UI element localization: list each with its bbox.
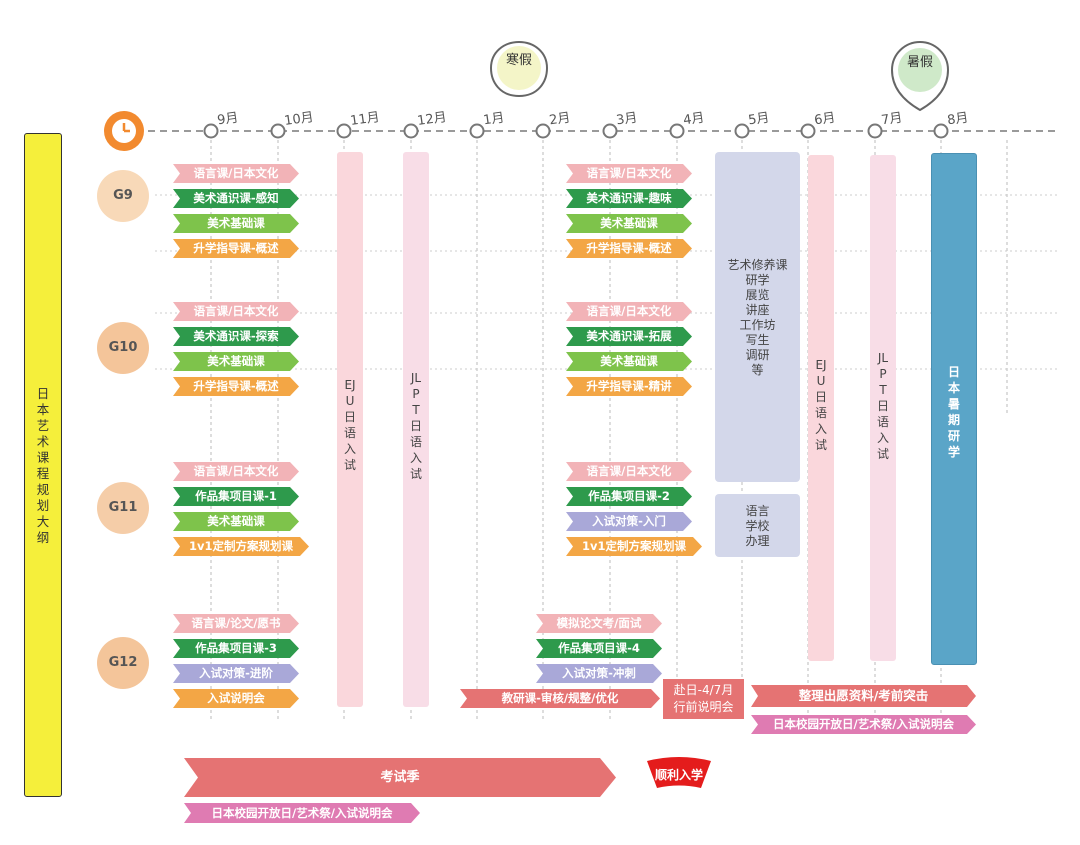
g10-spring-lang: 语言课/日本文化 [566, 302, 692, 321]
may-activity-item: 等 [751, 363, 764, 377]
openday-arrow-summer: 日本校园开放日/艺术祭/入试说明会 [751, 715, 976, 734]
g11-spring-portfolio: 作品集项目课-2 [566, 487, 692, 506]
eju-nov-text: EJU日语入试 [343, 378, 356, 472]
may-activities-block: 艺术修养课研学展览讲座工作坊写生调研等 [715, 152, 800, 482]
g9-spring-lang: 语言课/日本文化 [566, 164, 692, 183]
g11-spring-lang: 语言课/日本文化 [566, 462, 692, 481]
title-bar: 日本艺术课程规划大纲 [24, 133, 62, 797]
school-item: 语言 [745, 504, 770, 518]
g9-fall-lang: 语言课/日本文化 [173, 164, 299, 183]
g12-fall-briefing: 入试说明会 [173, 689, 299, 708]
g12-spring-mock: 模拟论文考/面试 [536, 614, 662, 633]
winter-holiday-pin [489, 40, 549, 98]
summer-holiday-label: 暑假 [906, 55, 933, 70]
may-activity-item: 工作坊 [739, 318, 776, 332]
eju-jun-bar: EJU日语入试 [808, 155, 834, 661]
eju-nov-bar: EJU日语入试 [337, 152, 363, 707]
eju-jun-text: EJU日语入试 [814, 358, 827, 452]
school-item: 学校 [745, 519, 770, 533]
g9-fall-art-general: 美术通识课-感知 [173, 189, 299, 208]
trip-box: 赴日-4/7月 行前说明会 [663, 679, 744, 719]
month-tick [669, 123, 685, 139]
g12-spring-entrance: 入试对策-冲刺 [536, 664, 662, 683]
g9-fall-guide: 升学指导课-概述 [173, 239, 299, 258]
g12-spring-portfolio: 作品集项目课-4 [536, 639, 662, 658]
g11-fall-art-basic: 美术基础课 [173, 512, 299, 531]
summer-study-text: 日本暑期研学 [947, 365, 960, 459]
month-tick [403, 123, 419, 139]
trip-line-1: 赴日-4/7月 [673, 683, 734, 697]
winter-holiday-label: 寒假 [505, 53, 532, 68]
school-list: 语言学校办理 [715, 504, 800, 549]
month-tick [203, 123, 219, 139]
may-activity-item: 研学 [745, 273, 770, 287]
month-tick [270, 123, 286, 139]
g10-spring-guide: 升学指导课-精讲 [566, 377, 692, 396]
may-activity-item: 写生 [745, 333, 770, 347]
month-tick [535, 123, 551, 139]
success-text: 顺利入学 [654, 768, 703, 782]
g12-fall-entrance: 入试对策-进阶 [173, 664, 299, 683]
g9-spring-guide: 升学指导课-概述 [566, 239, 692, 258]
month-tick [734, 123, 750, 139]
may-activity-item: 调研 [745, 348, 770, 362]
month-tick [933, 123, 949, 139]
g10-spring-art-general: 美术通识课-拓展 [566, 327, 692, 346]
jlpt-jul-text: JLPT日语入试 [876, 351, 889, 461]
grade-g10: G10 [97, 322, 149, 374]
title-text: 日本艺术课程规划大纲 [36, 386, 50, 545]
exam-season-arrow: 考试季 [184, 758, 616, 797]
month-tick [336, 123, 352, 139]
g9-fall-art-basic: 美术基础课 [173, 214, 299, 233]
may-activity-item: 展览 [745, 288, 770, 302]
trip-line-2: 行前说明会 [673, 700, 734, 714]
grade-g11: G11 [97, 482, 149, 534]
jlpt-dec-text: JLPT日语入试 [409, 371, 422, 481]
jlpt-jul-bar: JLPT日语入试 [870, 155, 896, 661]
success-badge: 顺利入学 [641, 757, 717, 793]
summer-study-bar: 日本暑期研学 [931, 153, 977, 665]
g10-fall-art-basic: 美术基础课 [173, 352, 299, 371]
g11-fall-lang: 语言课/日本文化 [173, 462, 299, 481]
research-arrow: 教研课-审核/规整/优化 [460, 689, 660, 708]
month-tick [867, 123, 883, 139]
month-tick [469, 123, 485, 139]
prep-arrow: 整理出愿资料/考前突击 [751, 685, 976, 707]
g10-fall-art-general: 美术通识课-探索 [173, 327, 299, 346]
month-tick [800, 123, 816, 139]
school-item: 办理 [745, 534, 770, 548]
g12-fall-lang: 语言课/论文/愿书 [173, 614, 299, 633]
may-activities-list: 艺术修养课研学展览讲座工作坊写生调研等 [715, 258, 800, 378]
g11-spring-1v1: 1v1定制方案规划课 [566, 537, 702, 556]
g11-fall-1v1: 1v1定制方案规划课 [173, 537, 309, 556]
openday-arrow-bottom: 日本校园开放日/艺术祭/入试说明会 [184, 803, 420, 823]
clock-icon [104, 111, 144, 151]
grade-g12: G12 [97, 637, 149, 689]
g10-fall-guide: 升学指导课-概述 [173, 377, 299, 396]
jlpt-dec-bar: JLPT日语入试 [403, 152, 429, 707]
g9-spring-art-general: 美术通识课-趣味 [566, 189, 692, 208]
may-activity-item: 讲座 [745, 303, 770, 317]
g11-spring-entrance: 入试对策-入门 [566, 512, 692, 531]
month-tick [602, 123, 618, 139]
grade-g9: G9 [97, 170, 149, 222]
g10-fall-lang: 语言课/日本文化 [173, 302, 299, 321]
g10-spring-art-basic: 美术基础课 [566, 352, 692, 371]
summer-holiday-pin [890, 40, 950, 112]
g12-fall-portfolio: 作品集项目课-3 [173, 639, 299, 658]
g9-spring-art-basic: 美术基础课 [566, 214, 692, 233]
g11-fall-portfolio: 作品集项目课-1 [173, 487, 299, 506]
school-block: 语言学校办理 [715, 494, 800, 557]
may-activity-item: 艺术修养课 [727, 258, 788, 272]
